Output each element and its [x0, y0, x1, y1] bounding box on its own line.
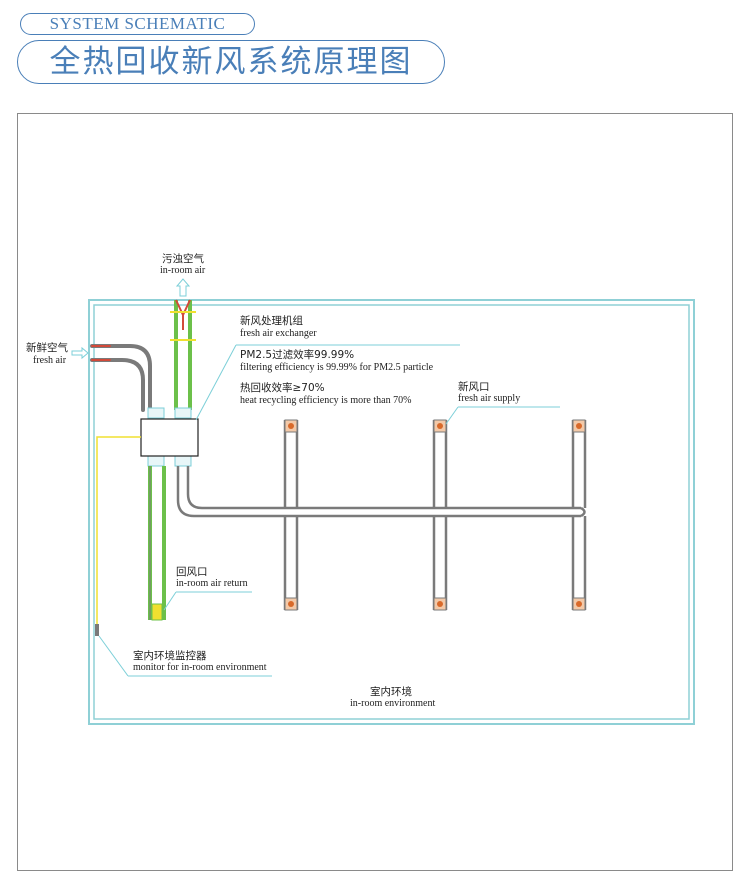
- diffuser-icon: [284, 597, 298, 611]
- heat-recovery-label-en: heat recycling efficiency is more than 7…: [240, 395, 412, 406]
- supply-diffusers: [284, 419, 586, 611]
- fresh-air-arrow-icon: [71, 346, 89, 360]
- diffuser-icon: [433, 597, 447, 611]
- fresh-air-intake-duct: [90, 344, 152, 412]
- system-schematic-title: SYSTEM SCHEMATIC: [20, 13, 255, 35]
- fresh-air-exchanger-box: [140, 418, 199, 457]
- room-label-en: in-room environment: [350, 698, 436, 709]
- supply-label-cn: 新风口: [458, 381, 490, 393]
- fresh-air-label-cn: 新鲜空气: [26, 342, 68, 354]
- diffuser-icon: [284, 419, 298, 433]
- leader-lines: [98, 344, 560, 677]
- supply-trunk-duct: [176, 420, 587, 610]
- exhaust-label-cn: 污浊空气: [162, 253, 204, 265]
- return-air-duct: [148, 466, 166, 621]
- diffuser-icon: [572, 597, 586, 611]
- monitor-signal-wire: [96, 436, 141, 628]
- exchanger-label-en: fresh air exchanger: [240, 328, 317, 339]
- exhaust-arrow-icon: [175, 278, 191, 297]
- diagram-frame: [17, 113, 733, 871]
- pm25-label-cn: PM2.5过滤效率99.99%: [240, 349, 355, 361]
- monitor-label-cn: 室内环境监控器: [133, 650, 207, 662]
- fresh-air-label-en: fresh air: [33, 355, 67, 366]
- exhaust-duct: [170, 299, 196, 410]
- room-label-cn: 室内环境: [370, 686, 412, 698]
- duct-connectors: [147, 407, 192, 467]
- return-label-en: in-room air return: [176, 578, 248, 589]
- diagram-title: 全热回收新风系统原理图: [17, 40, 445, 84]
- monitor-label-en: monitor for in-room environment: [133, 662, 267, 673]
- monitor-device: [95, 624, 99, 636]
- diffuser-icon: [572, 419, 586, 433]
- exhaust-label-en: in-room air: [160, 265, 206, 276]
- exchanger-label-cn: 新风处理机组: [240, 315, 303, 327]
- room-outer-border: [88, 299, 695, 725]
- diffuser-icon: [433, 419, 447, 433]
- pm25-label-en: filtering efficiency is 99.99% for PM2.5…: [240, 362, 434, 373]
- room-inner-border: [93, 304, 690, 720]
- heat-recovery-label-cn: 热回收效率≥70%: [240, 382, 325, 394]
- return-label-cn: 回风口: [176, 566, 208, 578]
- supply-label-en: fresh air supply: [458, 393, 521, 404]
